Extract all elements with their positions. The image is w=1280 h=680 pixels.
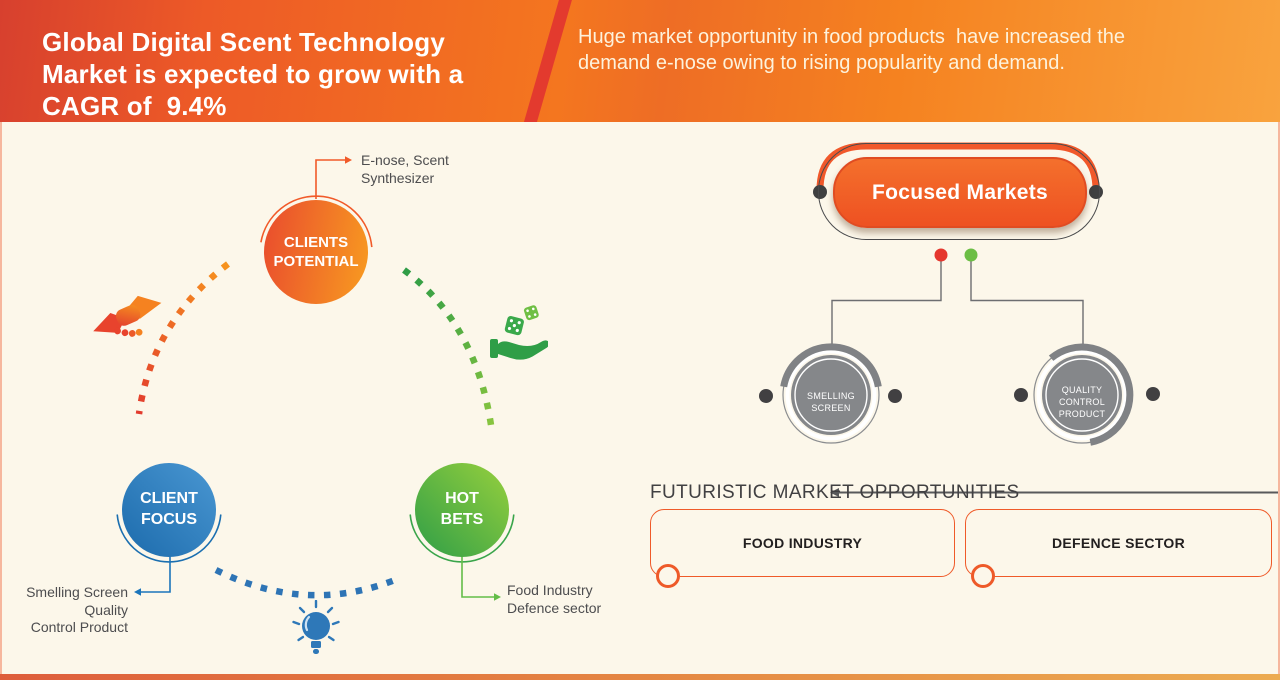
- frame-edge-left: [0, 122, 2, 674]
- node-client-focus: CLIENT FOCUS: [122, 463, 216, 557]
- dotted-arc-blue: [214, 567, 402, 599]
- handshake-icon: [90, 293, 166, 356]
- box-ring-food: [656, 564, 680, 588]
- banner-subtitle: Huge market opportunity in food products…: [578, 26, 1125, 74]
- quality-control-label: QUALITY CONTROL PRODUCT: [1058, 385, 1106, 420]
- node-hot-bets: HOT BETS: [415, 463, 509, 557]
- annotation-client-focus: Smelling Screen Quality Control Product: [26, 584, 128, 635]
- dotted-arc-green: [402, 267, 496, 433]
- annotation-hot-bets: Food Industry Defence sector: [507, 582, 602, 616]
- frame-edge-right: [1278, 122, 1280, 674]
- focused-markets-pill: Focused Markets: [833, 157, 1087, 228]
- focused-markets-outline: [818, 143, 1100, 240]
- dice-hand-icon: [490, 303, 550, 374]
- annotation-clients-potential: E-nose, Scent Synthesizer: [361, 152, 449, 186]
- box-ring-defence: [971, 564, 995, 588]
- smelling-screen-label: SMELLING SCREEN: [807, 391, 855, 414]
- lightbulb-icon: [292, 599, 340, 667]
- futuristic-heading: FUTURISTIC MARKET OPPORTUNITIES: [650, 482, 1020, 503]
- page-title: Global Digital Scent Technology Market i…: [42, 27, 464, 122]
- tree-dot-green: [964, 248, 978, 262]
- frame-bottom-bar: [0, 674, 1280, 680]
- header-banner: Global Digital Scent Technology Market i…: [0, 0, 1280, 122]
- node-clients-potential: CLIENTS POTENTIAL: [264, 200, 368, 304]
- box-food-industry: FOOD INDUSTRY: [650, 509, 955, 577]
- tree-dot-red: [934, 248, 948, 262]
- banner-divider-stripe: [517, 0, 576, 122]
- box-defence-sector: DEFENCE SECTOR: [965, 509, 1272, 577]
